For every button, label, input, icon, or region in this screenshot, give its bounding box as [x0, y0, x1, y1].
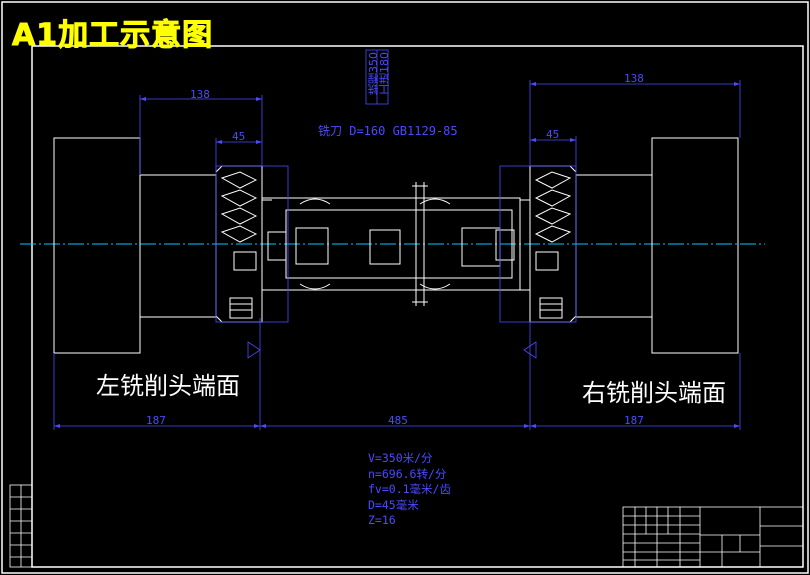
binding-strip [9, 484, 33, 568]
tool-note: 铣刀 D=160 GB1129-85 [318, 124, 458, 138]
drawing-title: A1加工示意图 [11, 18, 214, 54]
title-block [622, 506, 804, 568]
right-face-label: 右铣削头端面 [582, 379, 726, 407]
dim-left-45: 45 [232, 130, 246, 143]
dim-left-138: 138 [190, 88, 210, 101]
right-milling-head [520, 137, 739, 354]
dimension-lines [53, 49, 741, 430]
param-teeth: Z=16 [368, 513, 396, 527]
drawing-frame [31, 45, 804, 568]
param-rpm: n=696.6转/分 [368, 466, 447, 481]
work-feed-note: 工进180 [378, 52, 391, 95]
param-diameter: D=45毫米 [368, 497, 419, 512]
param-feed: fv=0.1毫米/齿 [368, 482, 451, 496]
left-milling-head [53, 137, 272, 354]
cutting-parameters: V=350米/分 n=696.6转/分 fv=0.1毫米/齿 D=45毫米 Z=… [368, 451, 451, 529]
dim-right-138: 138 [624, 72, 644, 85]
dim-bottom-right-187: 187 [624, 414, 644, 427]
left-face-label: 左铣削头端面 [96, 372, 240, 400]
dim-bottom-mid-485: 485 [388, 414, 408, 427]
param-speed: V=350米/分 [368, 451, 433, 465]
workpiece [261, 182, 521, 306]
dimension-arrows [54, 82, 740, 428]
dim-bottom-left-187: 187 [146, 414, 166, 427]
dim-right-45: 45 [546, 128, 560, 141]
